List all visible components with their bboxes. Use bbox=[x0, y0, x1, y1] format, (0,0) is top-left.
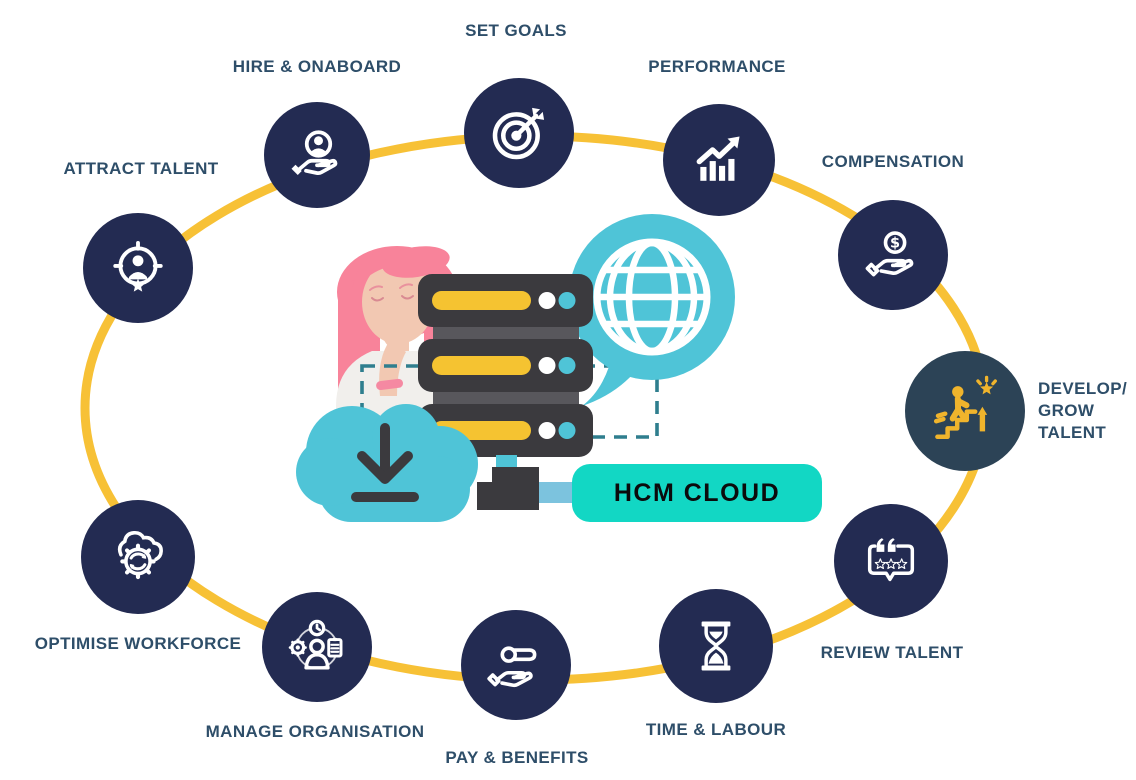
hourglass-icon bbox=[701, 621, 731, 671]
node-time-labour bbox=[659, 589, 773, 703]
dartboard-arrow-icon bbox=[492, 107, 545, 160]
download-cloud-icon bbox=[296, 404, 478, 522]
person-over-hand-icon bbox=[291, 130, 338, 176]
hcm-cloud-badge: HCM CLOUD bbox=[572, 464, 822, 522]
node-label-develop-grow-talent: DEVELOP/ GROW TALENT bbox=[1038, 379, 1128, 442]
hcm-cloud-label: HCM CLOUD bbox=[613, 478, 781, 507]
node-label-optimise-workforce: OPTIMISE WORKFORCE bbox=[34, 634, 242, 653]
node-performance bbox=[663, 104, 775, 216]
node-label-compensation: COMPENSATION bbox=[821, 152, 965, 171]
node-label-attract-talent: ATTRACT TALENT bbox=[63, 159, 219, 178]
node-label-performance: PERFORMANCE bbox=[648, 57, 786, 76]
node-develop-grow-talent bbox=[905, 351, 1025, 471]
node-manage-organisation bbox=[262, 592, 372, 702]
person-gear-clock-clipboard-icon bbox=[288, 619, 343, 670]
node-label-pay-benefits: PAY & BENEFITS bbox=[445, 748, 589, 767]
feedback-bubble-stars-icon bbox=[867, 538, 915, 582]
download-arrow-icon bbox=[351, 423, 419, 502]
coin-giving-hands-icon bbox=[487, 646, 537, 688]
climb-stairs-star-icon bbox=[933, 375, 997, 440]
node-label-time-labour: TIME & LABOUR bbox=[645, 720, 787, 739]
svg-text:$: $ bbox=[890, 236, 900, 252]
node-optimise-workforce bbox=[81, 500, 195, 614]
dollar-coin-hand-icon: $ bbox=[865, 231, 914, 277]
node-label-set-goals: SET GOALS bbox=[465, 21, 567, 40]
server-stack-icon bbox=[418, 274, 601, 510]
node-review-talent bbox=[834, 504, 948, 618]
growth-bars-arrow-icon bbox=[696, 136, 740, 181]
person-target-star-icon bbox=[113, 241, 163, 292]
node-label-review-talent: REVIEW TALENT bbox=[820, 643, 964, 662]
node-hire-onaboard bbox=[264, 102, 370, 208]
node-label-manage-organisation: MANAGE ORGANISATION bbox=[205, 722, 425, 741]
node-pay-benefits bbox=[461, 610, 571, 720]
globe-speech-bubble-icon bbox=[569, 214, 735, 406]
cloud-gear-sync-icon bbox=[117, 530, 163, 580]
node-set-goals bbox=[464, 78, 574, 188]
node-label-hire-onaboard: HIRE & ONABOARD bbox=[232, 57, 402, 76]
node-attract-talent bbox=[83, 213, 193, 323]
node-compensation: $ bbox=[838, 200, 948, 310]
